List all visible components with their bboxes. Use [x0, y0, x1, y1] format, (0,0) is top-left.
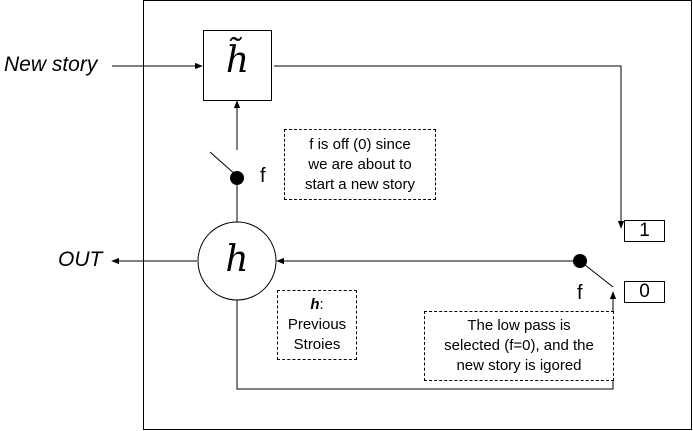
h-note-title: h:	[288, 295, 346, 315]
bottom-note-line: new story is igored	[456, 357, 582, 374]
h-note-line: Stroies	[293, 336, 341, 353]
top-switch-pivot	[230, 171, 244, 185]
outer-frame	[143, 0, 692, 430]
h-note-symbol: h	[310, 296, 320, 313]
candidate-label: h̃	[225, 40, 250, 81]
top-note-line: we are about to	[308, 155, 412, 173]
candidate-to-one-line	[274, 65, 625, 229]
top-switch-lever	[209, 151, 238, 177]
h-note: h: Previous Stroies	[277, 290, 357, 360]
bottom-switch-label: f	[577, 282, 583, 304]
input-label: New story	[4, 53, 98, 76]
top-note-line: f is off (0) since	[309, 135, 411, 153]
h-note-colon: :	[319, 296, 324, 313]
value-box-zero: 0	[624, 281, 665, 303]
output-label: OUT	[58, 248, 103, 271]
bottom-switch-lever	[579, 260, 614, 288]
h-note-line: Previous	[287, 316, 347, 333]
top-switch-label: f	[260, 165, 266, 187]
top-note-line: start a new story	[304, 175, 416, 193]
bottom-note-line: selected (f=0), and the	[444, 337, 594, 354]
hidden-label: h	[225, 239, 249, 280]
top-note: f is off (0) since we are about to start…	[284, 129, 436, 200]
bottom-note: The low pass is selected (f=0), and the …	[424, 311, 614, 381]
bottom-note-line: The low pass is	[467, 317, 571, 334]
value-box-one: 1	[624, 220, 665, 242]
